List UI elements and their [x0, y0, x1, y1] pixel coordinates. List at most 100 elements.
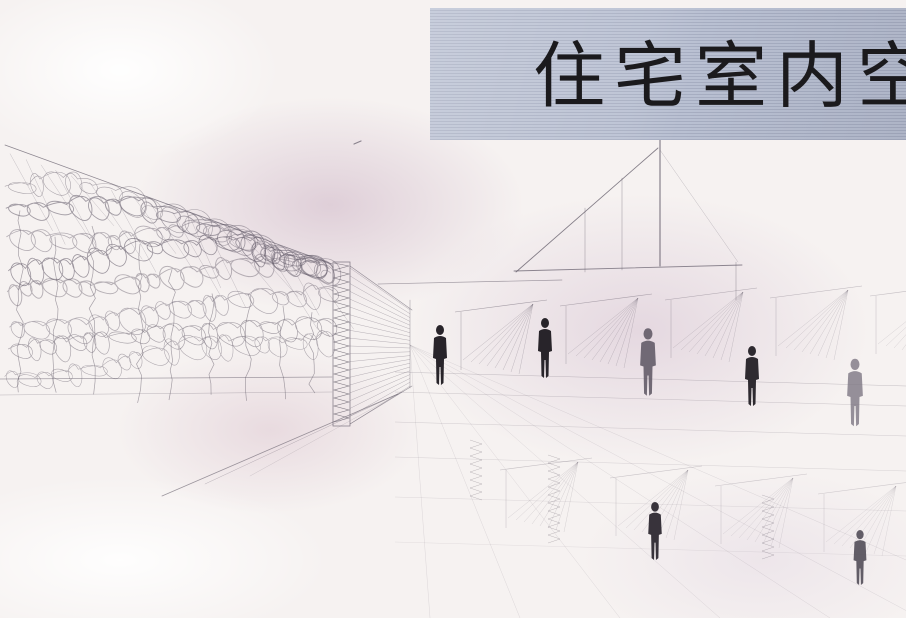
back-wall-line	[377, 279, 563, 285]
tree-hatch	[190, 218, 222, 289]
bay-fan-line	[785, 289, 849, 349]
bay-fan-line	[615, 297, 639, 367]
roof-slope-line	[515, 147, 659, 273]
floor-grid-line	[394, 391, 906, 407]
bay-fan-line	[833, 485, 897, 545]
ground-line	[0, 391, 333, 396]
tree-trunk	[208, 293, 215, 395]
floor-grid-line	[394, 496, 906, 512]
bay-fan-line	[515, 461, 579, 521]
tree-trunk	[52, 236, 59, 393]
roof-slope-line	[659, 149, 739, 263]
bay-awning-line	[869, 291, 906, 297]
wall-hatch	[349, 283, 411, 318]
floor-grid-line	[409, 344, 906, 611]
bay-awning-line	[664, 287, 758, 301]
tree-scribble	[7, 316, 338, 363]
tree-trunk	[168, 269, 176, 401]
bay-fan-line	[833, 289, 849, 361]
tree-trunk	[308, 312, 316, 394]
bay-fan-line	[563, 461, 579, 533]
bay-awning-line	[817, 482, 906, 495]
roof-beam-line	[513, 264, 743, 272]
title-banner: 住宅室内空	[430, 8, 906, 140]
wall-hatch	[349, 322, 411, 337]
lower-hatched-panel	[469, 439, 483, 501]
bay-fan-line	[730, 477, 794, 537]
tree-hatch	[134, 198, 177, 254]
tree-hatch	[55, 169, 101, 254]
wall-hatch	[349, 314, 411, 334]
bay-fan-line	[680, 291, 744, 351]
hatched-panel-outline	[332, 261, 351, 427]
tree-hatch	[89, 182, 143, 260]
lower-hatched-panel	[547, 454, 561, 544]
tree-hatch	[150, 204, 193, 270]
bay-fan-line	[502, 303, 534, 371]
bay-fan-line	[720, 291, 744, 361]
bay-fan-line	[657, 469, 689, 537]
ground-perspective-line	[204, 391, 403, 485]
wall-hatch	[349, 267, 411, 311]
bay-fan-line	[728, 291, 744, 363]
tree-trunk	[279, 305, 286, 400]
tree-hatch	[40, 164, 94, 245]
ground-perspective-line	[161, 393, 399, 497]
tree-hatch	[111, 189, 157, 273]
hatched-panel	[332, 262, 411, 425]
wall-hatch	[349, 306, 411, 330]
bay-awning-line	[714, 473, 808, 487]
tree-trunk	[244, 293, 252, 401]
wall-hatch	[349, 362, 411, 378]
repeated-bays	[454, 285, 906, 560]
bay-fan-line	[470, 303, 534, 363]
floor-grid-line	[409, 344, 831, 618]
bay-fan-line	[510, 303, 534, 373]
bay-awning-line	[559, 293, 653, 307]
horizon-line	[0, 376, 333, 380]
bay-fan-line	[893, 334, 906, 349]
wall-hatch	[349, 298, 411, 326]
tree-hatch	[70, 175, 115, 227]
wall-hatch	[349, 366, 411, 386]
wall-hatch	[349, 345, 411, 349]
bay-fan-line	[591, 297, 639, 361]
bay-awning-line	[769, 285, 863, 299]
tree-scribble	[8, 234, 328, 286]
panel-hatch	[332, 262, 351, 423]
bay-awning-line	[609, 465, 703, 479]
floor-grid-line	[409, 344, 521, 618]
wall-hatch	[349, 275, 411, 314]
bay-fan-line	[494, 303, 534, 369]
tree-scribble	[4, 330, 335, 389]
ground-perspective-line	[249, 390, 405, 477]
tree-trunk	[136, 243, 144, 403]
wall-hatch	[349, 370, 411, 394]
bay-fan-line	[518, 303, 534, 375]
bay-fan-line	[633, 469, 689, 531]
tree-trunk	[16, 210, 24, 393]
canopy-edge-line	[4, 144, 333, 265]
tree-hatch	[9, 153, 53, 232]
lower-hatched-panel	[761, 494, 775, 560]
bay-fan-line	[777, 289, 849, 347]
floor-grid	[394, 344, 906, 618]
bay-fan-line	[673, 469, 689, 541]
bay-awning-line	[499, 457, 593, 471]
page-title: 住宅室内空	[533, 34, 906, 118]
human-figure	[648, 502, 662, 560]
bay-fan-line	[762, 477, 794, 545]
bay-fan-line	[623, 297, 639, 369]
bay-fan-line	[575, 297, 639, 357]
bay-fan-line	[688, 291, 744, 353]
wall-hatch	[349, 374, 411, 401]
back-wall-line	[349, 265, 413, 311]
floor-grid-line	[394, 541, 906, 557]
bay-fan-line	[881, 485, 897, 557]
tree-scribble	[5, 194, 328, 280]
human-figure	[847, 358, 863, 427]
bay-fan-line	[607, 297, 639, 365]
human-figure	[538, 318, 552, 378]
tree-scribble	[6, 253, 335, 307]
wall-hatch	[349, 378, 411, 409]
